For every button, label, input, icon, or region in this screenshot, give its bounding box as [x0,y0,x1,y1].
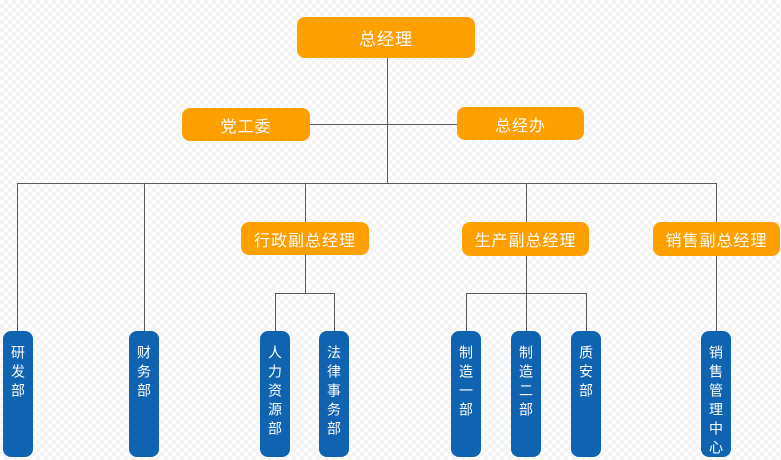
node-admin-deputy-gm: 行政副总经理 [241,222,369,255]
node-quality-safety-department: 质安部 [571,331,601,457]
connector-quality-safety-vertical [586,293,587,331]
node-party-work-committee: 党工委 [182,108,310,141]
connector-manufacturing-1-vertical [466,293,467,331]
node-sales-deputy-gm: 销售副总经理 [653,222,780,256]
node-label: 法律事务部 [326,345,342,440]
node-rd-department: 研发部 [3,331,33,457]
connector-rd-vertical [17,183,18,331]
node-manufacturing-2-department: 制造二部 [511,331,541,457]
connector-admin-deputy-vertical [305,183,306,222]
node-manufacturing-1-department: 制造一部 [451,331,481,457]
connector-hr-vertical [275,293,276,331]
connector-main-horizontal [17,183,717,184]
node-label: 销售管理中心 [708,345,724,459]
node-general-manager-office: 总经办 [457,107,584,140]
node-label: 制造二部 [518,345,534,421]
node-general-manager: 总经理 [297,17,475,58]
node-label: 人力资源部 [267,345,283,440]
node-sales-management-center: 销售管理中心 [701,331,731,459]
node-finance-department: 财务部 [129,331,159,457]
connector-manufacturing-2-vertical [526,293,527,331]
node-label: 财务部 [136,345,152,402]
connector-production-deputy-vertical [526,183,527,222]
node-legal-affairs-department: 法律事务部 [319,331,349,457]
connector-sales-deputy-vertical [716,183,717,331]
node-hr-department: 人力资源部 [260,331,290,457]
connector-root-vertical [387,58,388,183]
connector-staff-horizontal [310,124,457,125]
node-production-deputy-gm: 生产副总经理 [462,222,589,256]
node-label: 研发部 [10,345,26,402]
node-label: 质安部 [578,345,594,402]
connector-production-subtree-vertical [526,256,527,293]
connector-finance-vertical [144,183,145,331]
connector-admin-subtree-vertical [305,255,306,293]
connector-admin-subtree-horizontal [275,293,334,294]
connector-legal-vertical [334,293,335,331]
node-label: 制造一部 [458,345,474,421]
